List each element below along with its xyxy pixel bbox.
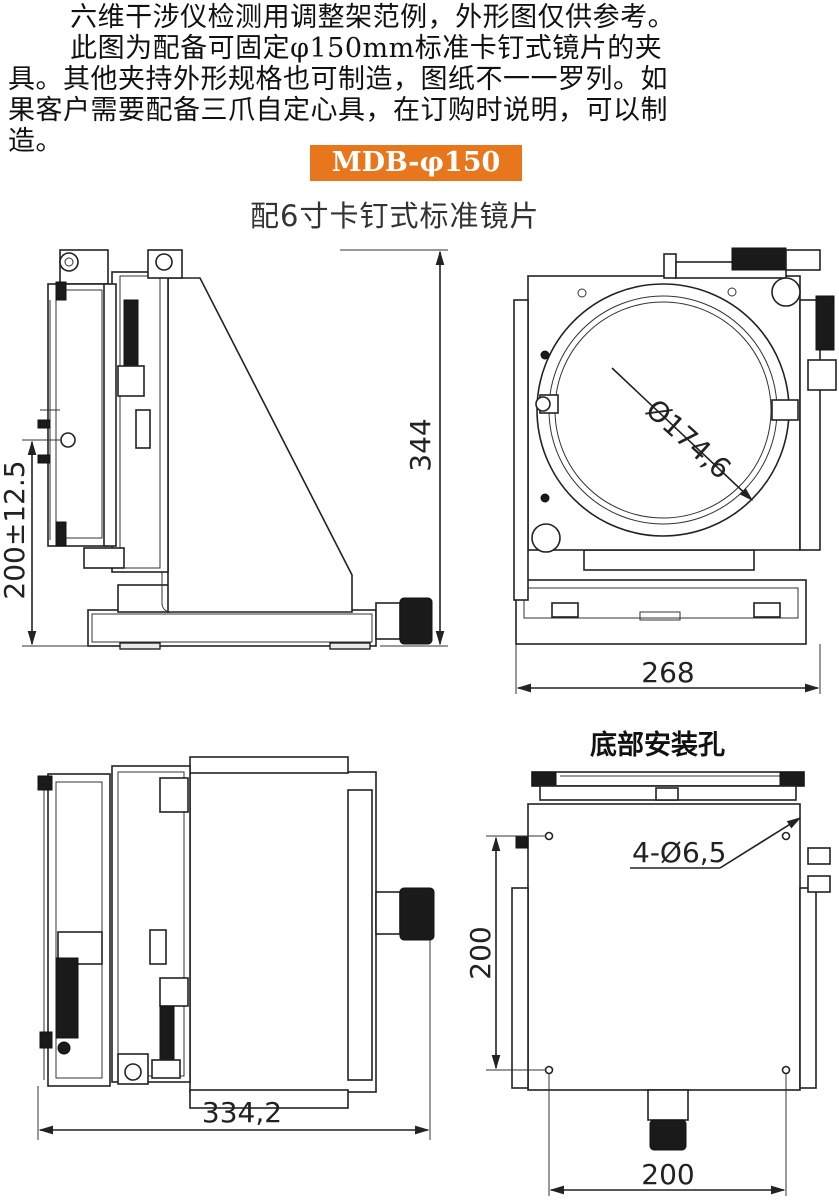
dim-side-height: 344: [404, 418, 437, 471]
intro-line-4: 果客户需要配备三爪自定心具，在订购时说明，可以制: [8, 95, 668, 126]
mount-hole: [544, 1065, 554, 1075]
mount-hole: [544, 831, 554, 841]
top-view: 334,2: [37, 756, 435, 1140]
bottom-view: 4-Ø6,5 200 200: [464, 771, 831, 1196]
intro-line-5: 造。: [8, 126, 63, 157]
subtitle: 配6寸卡钉式标准镜片: [250, 199, 540, 233]
intro-text: 六维干涉仪检测用调整架范例，外形图仅供参考。 此图为配备可固定φ150mm标准卡…: [8, 2, 834, 157]
intro-line-1: 六维干涉仪检测用调整架范例，外形图仅供参考。: [70, 2, 676, 33]
mount-hole: [781, 1065, 791, 1075]
dim-front-width: 268: [641, 656, 694, 689]
model-badge: MDB-φ150: [310, 145, 522, 181]
intro-line-2: 此图为配备可固定φ150mm标准卡钉式镜片的夹: [70, 33, 663, 64]
dim-bottom-holes: 4-Ø6,5: [632, 836, 727, 869]
mount-hole: [781, 831, 791, 841]
dim-bottom-spacing-v: 200: [464, 926, 497, 979]
bottom-holes-title: 底部安装孔: [590, 730, 725, 761]
side-view: 344 200±12.5: [0, 249, 448, 650]
front-view: Ø174,6 268: [513, 247, 837, 694]
dim-top-length: 334,2: [202, 1096, 282, 1129]
dim-side-center-height: 200±12.5: [0, 460, 31, 599]
dim-bottom-spacing-h: 200: [641, 1158, 694, 1191]
intro-line-3: 具。其他夹持外形规格也可制造，图纸不一一罗列。如: [8, 64, 668, 95]
